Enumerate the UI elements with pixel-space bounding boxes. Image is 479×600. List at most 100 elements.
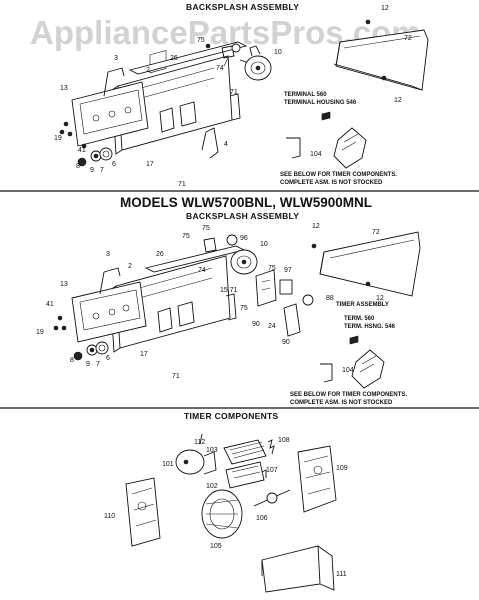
svg-text:13: 13: [60, 281, 68, 288]
top-backsplash-end-72: [333, 19, 429, 91]
svg-text:104: 104: [342, 367, 354, 374]
top-control-console: [71, 81, 149, 147]
top-terminal-note-1: TERMINAL 560: [284, 92, 327, 98]
middle-bracket-15-71: [225, 293, 237, 321]
svg-text:3: 3: [114, 55, 118, 62]
svg-text:75: 75: [197, 37, 205, 44]
middle-see-below-note-1: SEE BELOW FOR TIMER COMPONENTS.: [290, 392, 407, 398]
svg-text:6: 6: [112, 161, 116, 168]
svg-text:9: 9: [86, 361, 90, 368]
timer-plate-109: [297, 445, 337, 513]
svg-text:105: 105: [210, 543, 222, 550]
middle-see-below-note-2: COMPLETE ASM. IS NOT STOCKED: [290, 400, 393, 406]
middle-backsplash-bar-26: [144, 245, 246, 273]
svg-text:17: 17: [140, 351, 148, 358]
svg-text:71: 71: [172, 373, 180, 380]
svg-text:4: 4: [224, 141, 228, 148]
svg-text:101: 101: [162, 461, 174, 468]
cam-105: [201, 489, 243, 539]
svg-text:75: 75: [182, 233, 190, 240]
top-see-below-note-1: SEE BELOW FOR TIMER COMPONENTS.: [280, 172, 397, 178]
bracket-111: [261, 545, 335, 593]
contact-block-103: [223, 439, 267, 465]
middle-term-note-2: TERM. HSNG. 546: [344, 324, 396, 330]
svg-text:12: 12: [312, 223, 320, 230]
svg-text:106: 106: [256, 515, 268, 522]
svg-text:110: 110: [104, 513, 115, 520]
svg-text:109: 109: [336, 465, 348, 472]
svg-text:72: 72: [372, 229, 380, 236]
svg-text:12: 12: [381, 5, 389, 12]
top-terminal-housing: [286, 111, 367, 169]
svg-text:19: 19: [36, 329, 44, 336]
svg-text:12: 12: [376, 295, 384, 302]
top-see-below-note-2: COMPLETE ASM. IS NOT STOCKED: [280, 180, 383, 186]
middle-switch-block-97: [255, 269, 293, 307]
svg-text:75: 75: [240, 305, 248, 312]
top-bracket-3: [103, 67, 125, 97]
svg-text:108: 108: [278, 437, 290, 444]
svg-text:15,71: 15,71: [220, 287, 238, 294]
svg-text:74: 74: [198, 267, 206, 274]
svg-text:26: 26: [170, 55, 178, 62]
svg-text:24: 24: [268, 323, 276, 330]
svg-text:88: 88: [326, 295, 334, 302]
middle-models-title: MODELS WLW5700BNL, WLW5900MNL: [120, 195, 372, 210]
svg-text:75: 75: [202, 225, 210, 232]
svg-text:71: 71: [178, 181, 186, 188]
middle-timer-assembly-note: TIMER ASSEMBLY: [336, 302, 389, 308]
svg-text:90: 90: [282, 339, 290, 346]
timer-motor-101: [175, 433, 217, 475]
svg-text:74: 74: [216, 65, 224, 72]
svg-text:104: 104: [310, 151, 322, 158]
top-bracket-71: [229, 93, 241, 121]
top-end-cap-4: [201, 127, 219, 159]
shaft-106: [253, 489, 291, 507]
bottom-section-title: TIMER COMPONENTS: [184, 411, 279, 421]
spring-108: [267, 439, 275, 455]
middle-selector-88: [283, 294, 314, 337]
svg-text:41: 41: [78, 147, 86, 154]
svg-text:7: 7: [96, 361, 100, 368]
clip-107: [261, 469, 267, 478]
middle-term-note-1: TERM. 560: [344, 316, 375, 322]
svg-text:10: 10: [274, 49, 282, 56]
svg-text:41: 41: [46, 301, 54, 308]
svg-text:75: 75: [268, 265, 276, 272]
top-terminal-note-2: TERMINAL HOUSING 546: [284, 100, 357, 106]
svg-text:96: 96: [240, 235, 248, 242]
svg-text:71: 71: [230, 89, 238, 96]
svg-text:103: 103: [206, 447, 218, 454]
svg-text:90: 90: [252, 321, 260, 328]
top-backsplash-bar-26: [128, 41, 248, 75]
middle-section-title: BACKSPLASH ASSEMBLY: [186, 211, 299, 221]
svg-text:8: 8: [70, 357, 74, 364]
svg-text:72: 72: [404, 35, 412, 42]
middle-control-console: [71, 281, 147, 343]
top-timer-10: [239, 45, 272, 81]
svg-text:9: 9: [90, 167, 94, 174]
svg-text:8: 8: [76, 163, 80, 170]
svg-text:12: 12: [394, 97, 402, 104]
svg-text:97: 97: [284, 267, 292, 274]
svg-text:2: 2: [146, 67, 150, 74]
contact-block-102: [225, 461, 265, 489]
top-section-title: BACKSPLASH ASSEMBLY: [186, 2, 299, 12]
timer-plate-110: [125, 477, 161, 547]
svg-text:26: 26: [156, 251, 164, 258]
svg-text:17: 17: [146, 161, 154, 168]
svg-text:19: 19: [54, 135, 62, 142]
middle-bracket-3: [99, 267, 121, 295]
top-switch-74: [205, 43, 241, 67]
middle-timer-10: [230, 249, 258, 275]
svg-text:102: 102: [206, 483, 218, 490]
svg-text:112: 112: [194, 439, 205, 446]
middle-terminal-housing: [320, 335, 385, 389]
svg-text:3: 3: [106, 251, 110, 258]
top-knob-group: [59, 121, 113, 167]
svg-text:10: 10: [260, 241, 268, 248]
svg-text:13: 13: [60, 85, 68, 92]
middle-backsplash-end-72: [311, 231, 421, 297]
